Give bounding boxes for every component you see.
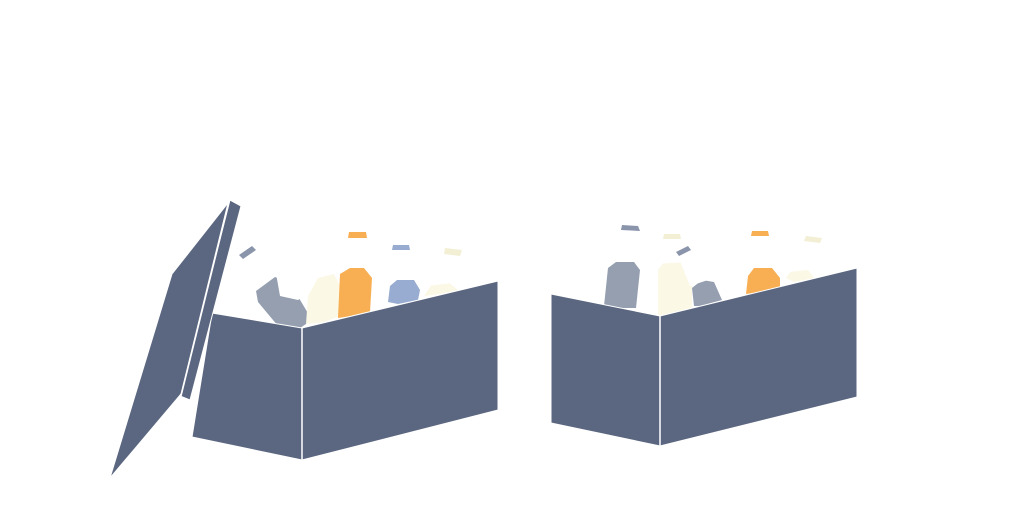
bottle-gray-1	[604, 262, 640, 308]
bottle-white-middle	[274, 234, 314, 300]
bottle-cream-2-neck	[424, 258, 462, 286]
open-box	[109, 199, 499, 479]
bottle-gray-2-neck	[678, 250, 708, 286]
bottle-orange	[338, 268, 372, 318]
bottle-orange-2-cap	[751, 231, 769, 236]
bottle-cream-4	[786, 270, 814, 282]
bottle-blue-neck	[386, 250, 420, 278]
bottle-white-left	[220, 246, 262, 318]
bottle-gray-tilted	[256, 277, 312, 328]
bottle-cream-2	[424, 282, 458, 296]
bottle-orange-2-neck	[744, 238, 778, 268]
bottle-gray-2	[692, 280, 722, 306]
open-box-bottles	[220, 232, 462, 328]
bottle-orange-cap	[348, 232, 367, 238]
bottle-white-tall-cap	[621, 225, 640, 231]
closed-box	[550, 225, 858, 447]
bottle-blue	[388, 280, 420, 304]
bottle-orange-2	[746, 268, 780, 294]
bottle-gray-2-cap	[676, 246, 691, 256]
bottle-orange-neck	[340, 240, 372, 266]
bottle-cream-3-cap	[663, 234, 681, 239]
closed-box-left-face	[550, 293, 661, 447]
bottle-white-tall	[610, 228, 646, 262]
bottle-cream-4-neck	[786, 240, 828, 272]
bottle-cap-gray-left	[239, 246, 256, 259]
open-box-left-face	[191, 312, 303, 461]
bottle-cream-3	[658, 262, 692, 316]
open-box-lid-edge	[180, 201, 230, 397]
bottle-cream-2-cap	[444, 248, 462, 256]
bottle-cream-1	[306, 274, 342, 324]
bottle-cream-4-cap	[804, 236, 822, 243]
bottle-blue-cap	[392, 245, 410, 250]
closed-box-bottles	[604, 225, 828, 316]
